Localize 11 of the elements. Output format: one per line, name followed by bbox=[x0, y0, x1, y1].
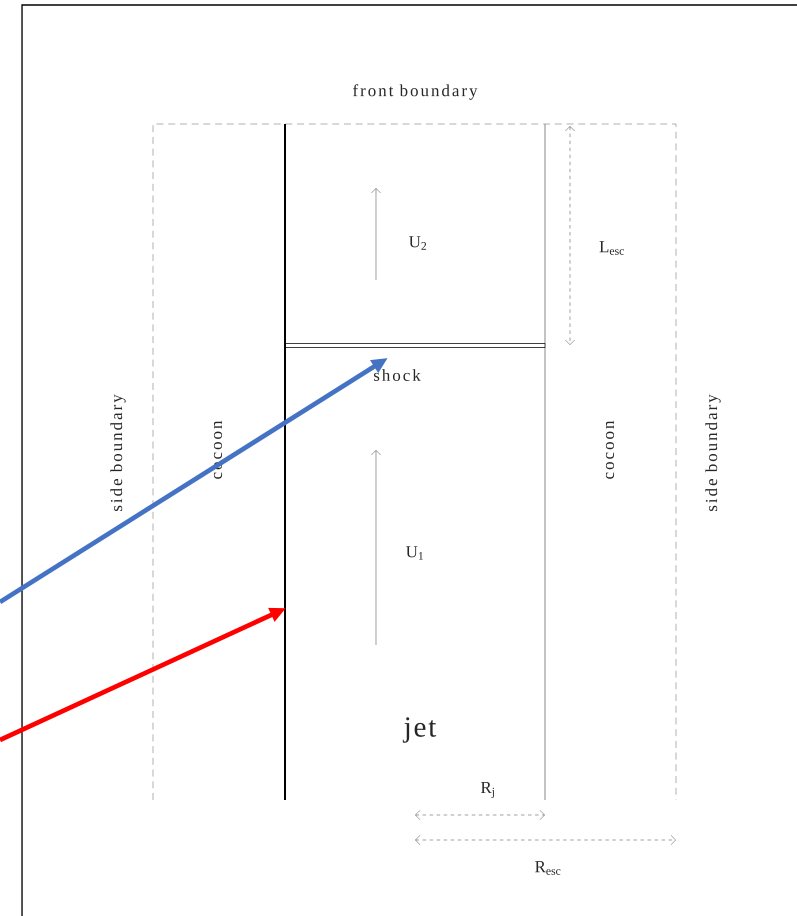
velocity-label: U$_{2}$ bbox=[409, 236, 426, 250]
length-label: L$_{esc}$ bbox=[600, 241, 624, 255]
boundary-label: front boundary bbox=[353, 84, 478, 100]
region-label: jet bbox=[402, 717, 436, 743]
velocity-label: U$_{1}$ bbox=[406, 546, 424, 560]
radius-label: R$_{esc}$ bbox=[535, 861, 560, 875]
shock-label: shock bbox=[374, 369, 421, 381]
boundary-label: side boundary bbox=[705, 394, 721, 511]
boundary-label: side boundary bbox=[110, 394, 126, 511]
radius-label: R$_{j}$ bbox=[480, 782, 494, 798]
region-label: cocoon bbox=[606, 420, 614, 479]
